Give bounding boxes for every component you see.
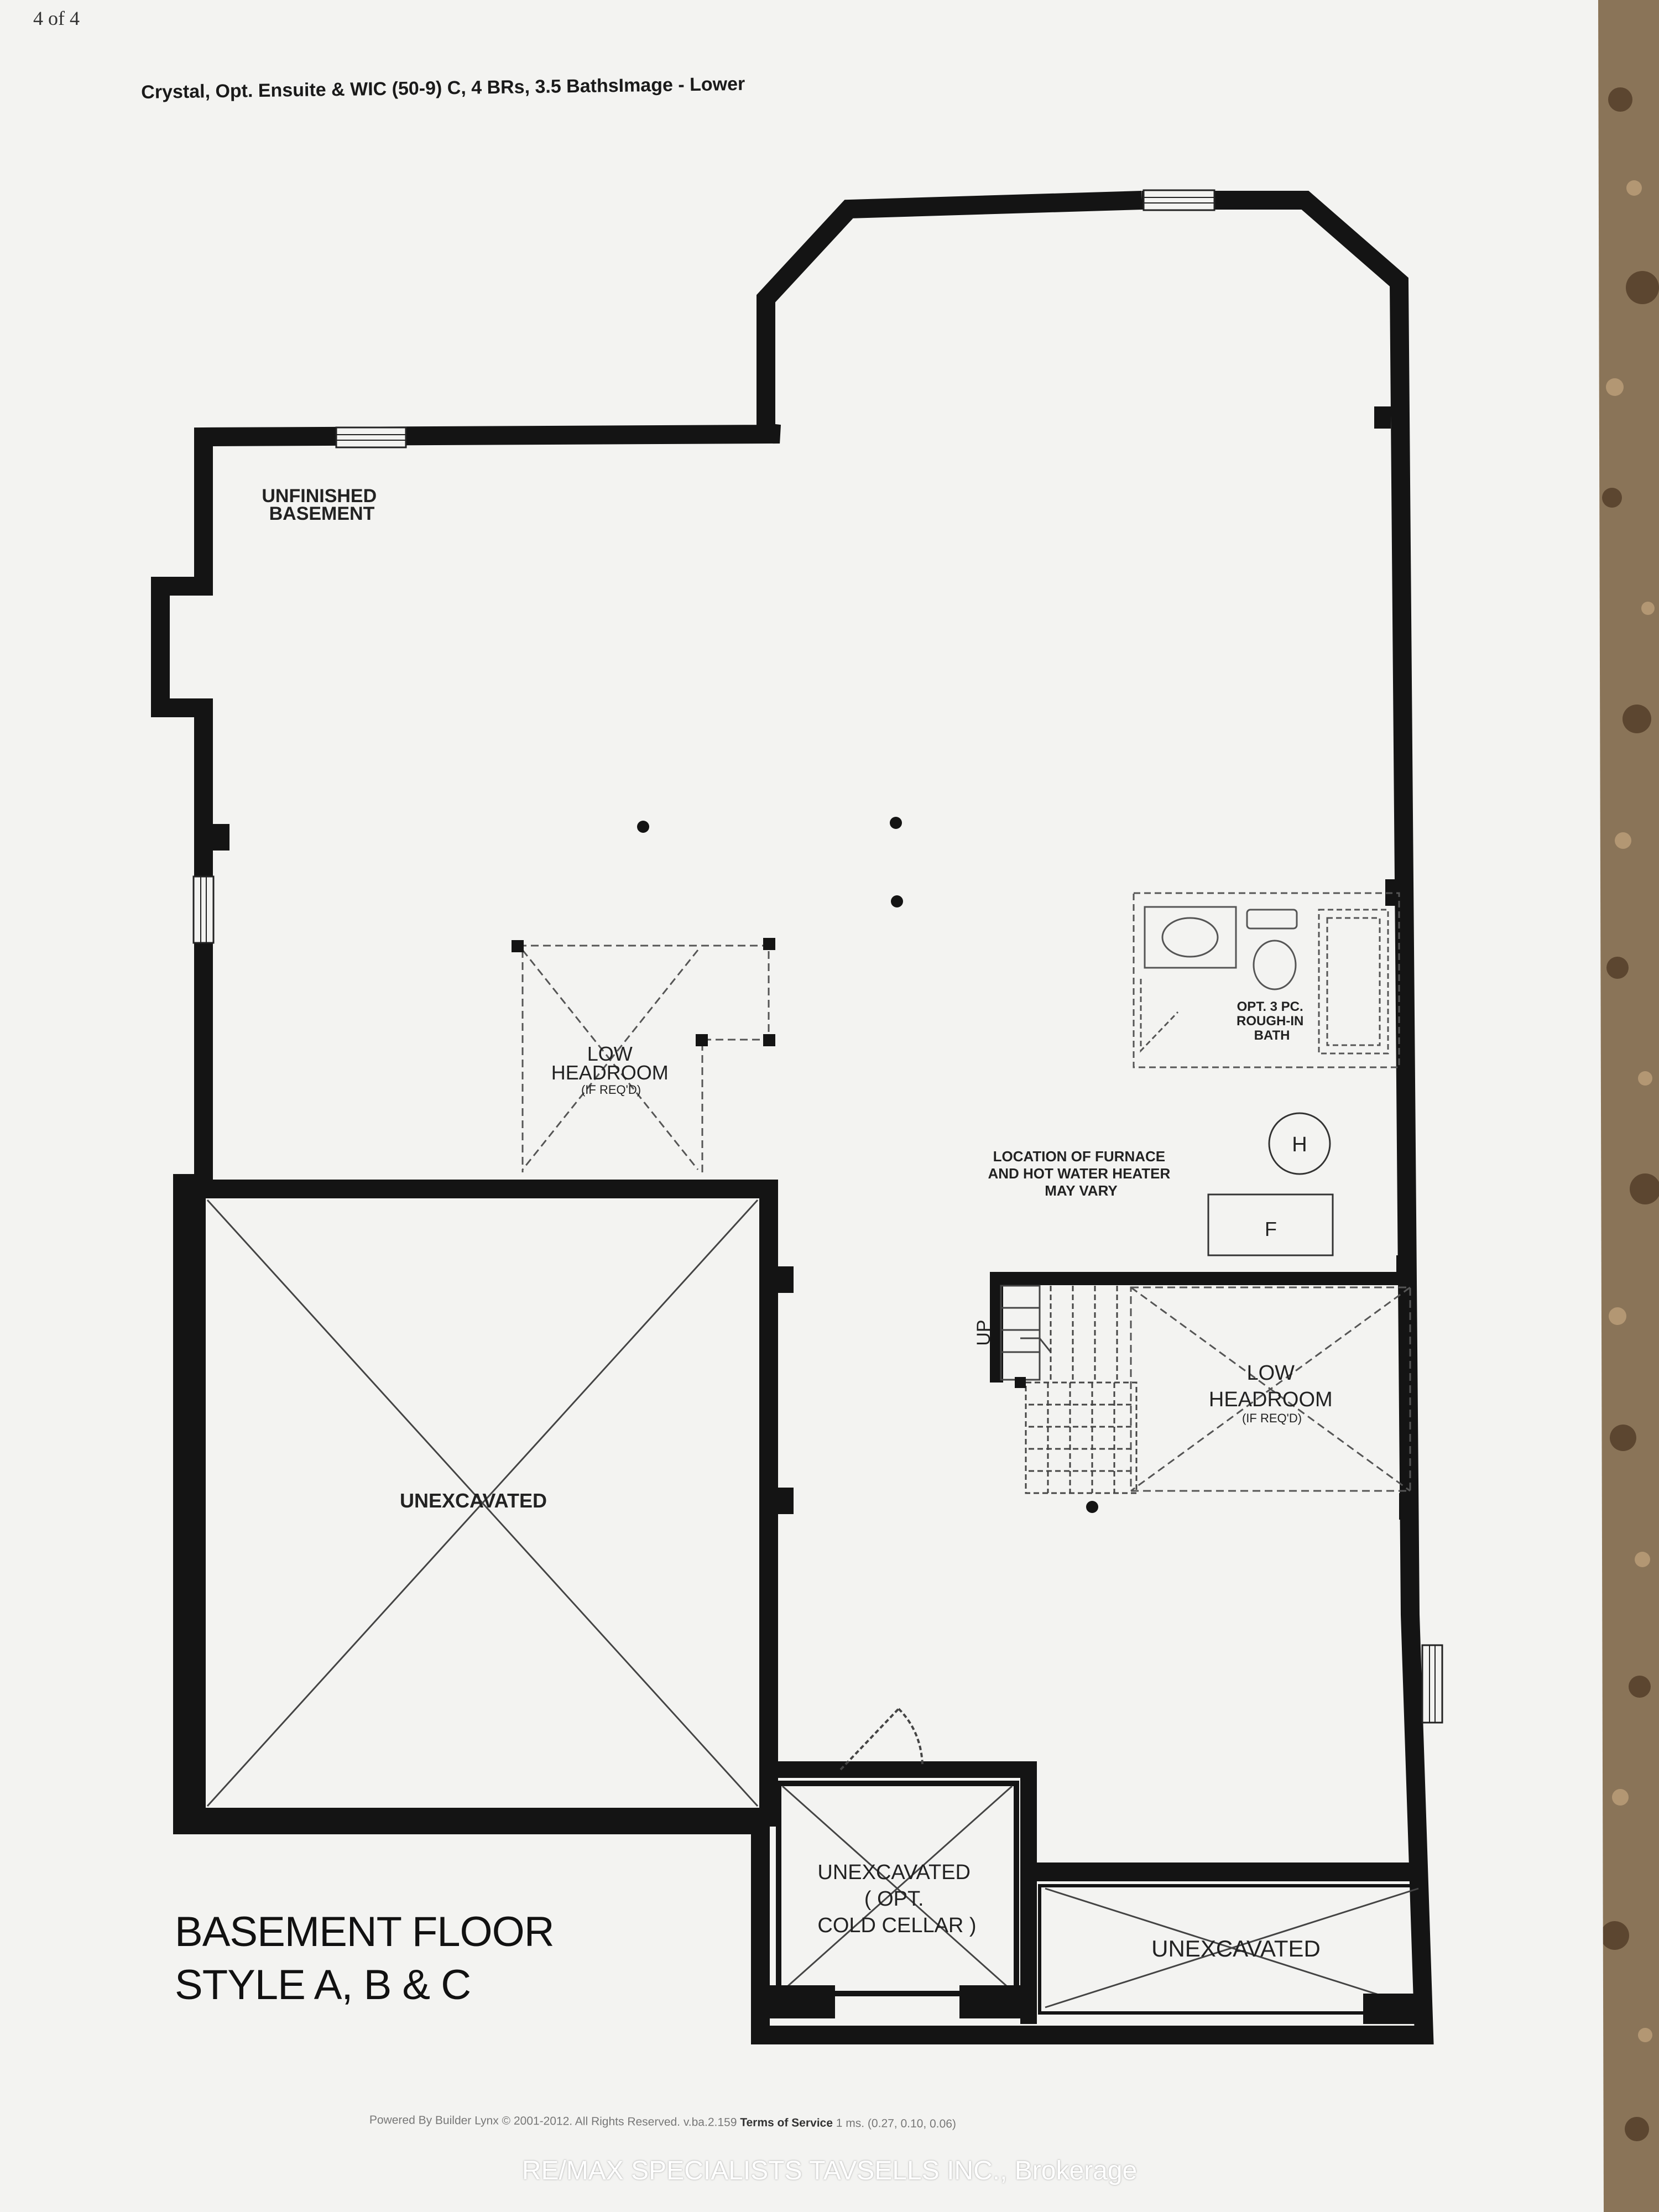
support-post bbox=[637, 817, 1098, 1513]
furnace-label: F bbox=[1265, 1218, 1277, 1240]
room-label-unexcavated-bottom: UNEXCAVATED bbox=[1151, 1936, 1321, 1961]
plan-subtitle: STYLE A, B & C bbox=[175, 1961, 471, 2008]
note-furnace-location: LOCATION OF FURNACE AND HOT WATER HEATER… bbox=[988, 1148, 1174, 1199]
low-headroom-zone-right bbox=[1130, 1286, 1411, 1492]
column-post bbox=[1015, 1377, 1026, 1388]
room-label-low-headroom-right: LOW HEADROOM (IF REQ'D) bbox=[1209, 1361, 1335, 1425]
column-post bbox=[512, 938, 775, 1046]
page-counter: 4 of 4 bbox=[33, 7, 80, 29]
window bbox=[1142, 189, 1215, 211]
stair-up-label: UP bbox=[973, 1319, 994, 1345]
plan-title: BASEMENT FLOOR bbox=[175, 1908, 555, 1955]
label-rough-in-bath: OPT. 3 PC. ROUGH-IN BATH bbox=[1237, 999, 1307, 1043]
paper-sheet: UNFINISHED BASEMENT LOW HEADROOM (IF REQ… bbox=[0, 0, 1604, 2212]
floor-plan: UNFINISHED BASEMENT LOW HEADROOM (IF REQ… bbox=[0, 0, 1604, 2212]
room-label-unfinished-basement: UNFINISHED BASEMENT bbox=[262, 486, 382, 524]
terms-of-service-link[interactable]: Terms of Service bbox=[740, 2116, 833, 2130]
heater-label: H bbox=[1292, 1133, 1307, 1156]
door-swing bbox=[839, 1708, 924, 1771]
powered-by-text: Powered By Builder Lynx © 2001-2012. All… bbox=[369, 2114, 737, 2129]
window bbox=[1421, 1644, 1443, 1724]
stair-wall bbox=[990, 1272, 1410, 1383]
window bbox=[335, 426, 407, 448]
exterior-wall bbox=[151, 191, 1434, 2044]
room-label-low-headroom-left: LOW HEADROOM (IF REQ'D) bbox=[551, 1042, 671, 1097]
furnace-symbol bbox=[1207, 1193, 1334, 1256]
water-heater-symbol bbox=[1268, 1112, 1331, 1175]
window bbox=[192, 875, 215, 944]
unexcavated-area-main bbox=[187, 1180, 778, 1827]
unexcavated-area-bottom bbox=[1034, 1863, 1426, 2024]
render-timing: 1 ms. (0.27, 0.10, 0.06) bbox=[836, 2116, 957, 2131]
rough-in-bath bbox=[1133, 892, 1400, 1068]
room-label-unexcavated-main: UNEXCAVATED bbox=[400, 1489, 547, 1512]
cold-cellar bbox=[763, 1761, 1037, 2024]
room-label-cold-cellar: UNEXCAVATED ( OPT. COLD CELLAR ) bbox=[817, 1861, 976, 1937]
brokerage-watermark: RE/MAX SPECIALISTS TAVSELLS INC., Broker… bbox=[521, 2156, 1138, 2185]
